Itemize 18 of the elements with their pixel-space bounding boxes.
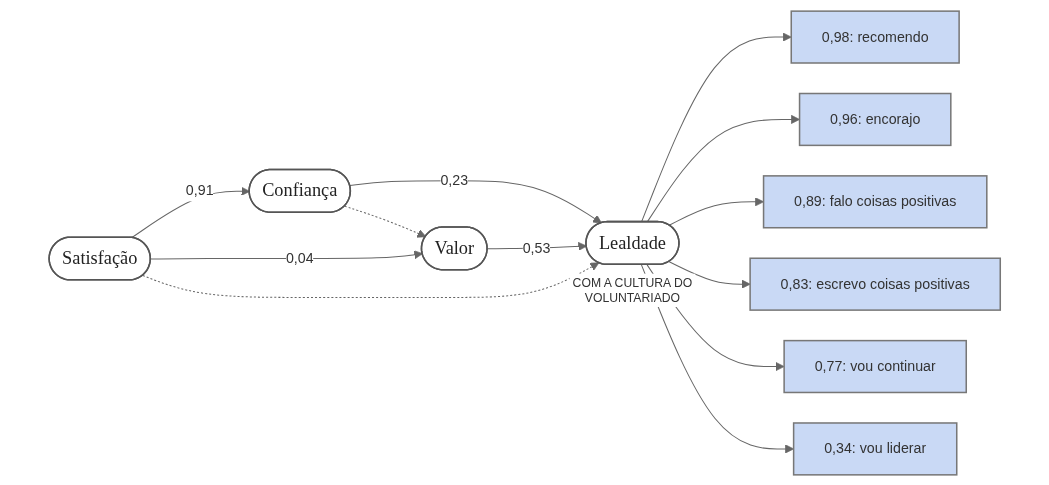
arrow: [668, 196, 764, 226]
node-caption: COM A CULTURA DO VOLUNTARIADO: [572, 275, 693, 305]
arrow: [150, 249, 423, 259]
edge-label: 0,04: [285, 249, 314, 266]
edge-label: 0,23: [440, 171, 468, 188]
arrow: [646, 114, 800, 223]
arrow: [640, 32, 792, 223]
arrow: [344, 205, 426, 238]
node-box: 0,77: vou continuar: [783, 339, 967, 393]
edge-label: 0,53: [522, 239, 551, 256]
arrow: [349, 179, 602, 223]
node-box: 0,34: vou liderar: [792, 421, 958, 476]
node-box: 0,83: escrevo coisas positivas: [749, 257, 1001, 311]
edge-label: 0,91: [185, 181, 214, 198]
node-box: 0,98: recomendo: [790, 9, 960, 64]
node-box: 0,89: falo coisas positivas: [762, 174, 988, 228]
arrow: [142, 261, 599, 298]
node-box: 0,96: encorajo: [798, 92, 952, 146]
